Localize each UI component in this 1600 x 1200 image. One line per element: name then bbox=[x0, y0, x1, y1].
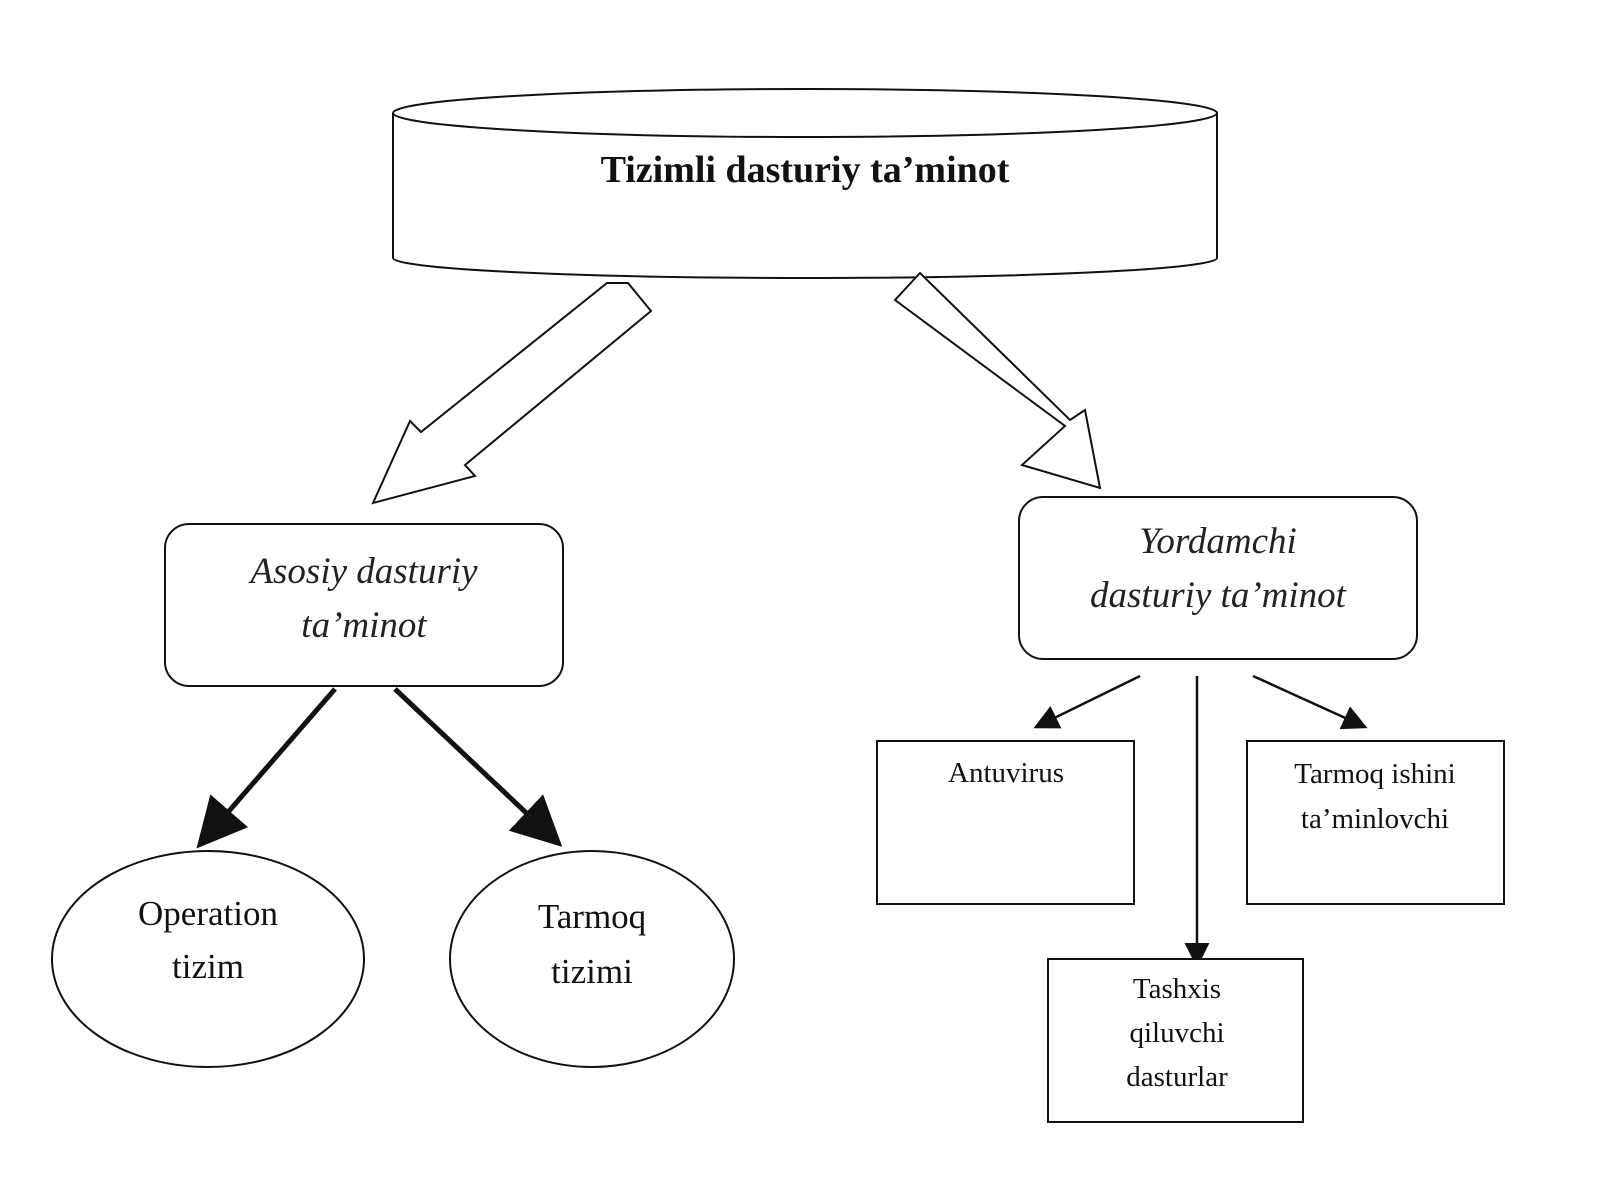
aux-software-box: Yordamchi dasturiy ta’minot bbox=[1018, 496, 1418, 660]
network-support-line1: Tarmoq ishini bbox=[1294, 758, 1455, 790]
diagnostic-line3: dasturlar bbox=[1126, 1061, 1228, 1093]
arrow-to-network-support bbox=[1252, 674, 1368, 730]
root-title: Tizimli dasturiy ta’minot bbox=[601, 149, 1010, 191]
antivirus-label: Antuvirus bbox=[948, 757, 1064, 789]
antivirus-box: Antuvirus bbox=[876, 740, 1135, 905]
main-software-box: Asosiy dasturiy ta’minot bbox=[164, 523, 564, 687]
network-system-line1: Tarmoq bbox=[538, 897, 646, 936]
root-cylinder: Tizimli dasturiy ta’minot bbox=[392, 88, 1218, 279]
block-arrow-left bbox=[371, 282, 653, 505]
main-software-line1: Asosiy dasturiy bbox=[247, 551, 478, 592]
block-arrow-right bbox=[893, 271, 1102, 490]
network-system-line2: tizimi bbox=[551, 952, 633, 991]
aux-software-line2: dasturiy ta’minot bbox=[1090, 575, 1348, 616]
arrow-to-antivirus bbox=[1033, 674, 1141, 729]
diagnostic-line1: Tashxis bbox=[1133, 973, 1221, 1005]
network-support-box: Tarmoq ishini ta’minlovchi bbox=[1246, 740, 1505, 905]
operation-system-line1: Operation bbox=[138, 894, 278, 933]
aux-software-line1: Yordamchi bbox=[1139, 521, 1297, 562]
diagnostic-line2: qiluvchi bbox=[1129, 1017, 1224, 1049]
main-software-line2: ta’minot bbox=[301, 605, 428, 646]
network-system-ellipse: Tarmoq tizimi bbox=[449, 850, 735, 1068]
arrow-to-network-system bbox=[393, 687, 563, 847]
network-support-line2: ta’minlovchi bbox=[1301, 803, 1449, 835]
operation-system-ellipse: Operation tizim bbox=[51, 850, 365, 1068]
diagnostic-programs-box: Tashxis qiluvchi dasturlar bbox=[1047, 958, 1304, 1123]
operation-system-line2: tizim bbox=[172, 947, 244, 986]
arrow-to-operation-system bbox=[196, 687, 337, 849]
